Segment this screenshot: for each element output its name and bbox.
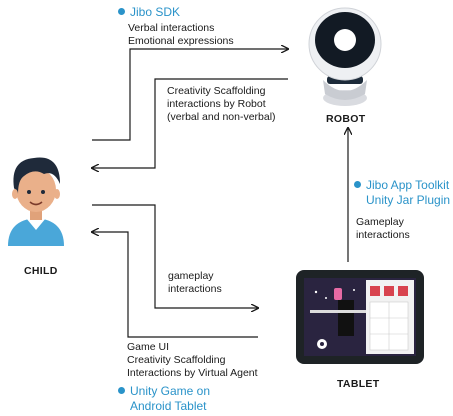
jibo-sdk-line: Verbal interactions [128, 22, 215, 34]
unity-game-block: Unity Game on Android Tablet [118, 384, 210, 414]
bullet-icon [118, 8, 125, 15]
jibo-robot-icon [308, 7, 382, 106]
arrow-robot-to-child [92, 78, 288, 168]
arrow-child-to-robot [92, 49, 288, 141]
game-ui-block: Game UI Creativity Scaffolding Interacti… [127, 341, 258, 380]
gameplay-tablet-line: gameplay [168, 270, 214, 282]
tablet-label: TABLET [337, 378, 380, 390]
child-avatar-icon [8, 157, 64, 246]
jibo-sdk-block: Jibo SDK Verbal interactions Emotional e… [118, 5, 234, 48]
game-ui-line: Game UI [127, 341, 170, 353]
child-label: CHILD [24, 265, 58, 277]
gameplay-tablet-line: interactions [168, 283, 222, 295]
arrow-child-to-tablet [92, 204, 258, 308]
jibo-sdk-heading: Jibo SDK [118, 5, 234, 20]
arrow-tablet-to-child [92, 232, 258, 338]
tablet-icon [296, 270, 424, 364]
app-toolkit-line: Unity Jar Plugin [366, 193, 451, 207]
app-toolkit-block: Jibo App Toolkit Unity Jar Plugin [354, 178, 450, 208]
jibo-sdk-line: Emotional expressions [128, 35, 234, 47]
game-ui-line: Interactions by Virtual Agent [127, 367, 258, 379]
game-ui-line: Creativity Scaffolding [127, 354, 226, 366]
gameplay-robot-line: interactions [356, 229, 410, 241]
gameplay-tablet-block: gameplay interactions [168, 270, 222, 296]
scaffolding-robot-block: Creativity Scaffolding interactions by R… [167, 85, 276, 124]
bullet-icon [354, 181, 361, 188]
gameplay-robot-block: Gameplay interactions [356, 216, 410, 242]
app-toolkit-heading: Jibo App Toolkit [354, 178, 450, 193]
scaffolding-robot-line: (verbal and non-verbal) [167, 111, 276, 123]
scaffolding-robot-line: Creativity Scaffolding [167, 85, 266, 97]
bullet-icon [118, 387, 125, 394]
unity-game-line: Android Tablet [130, 399, 207, 413]
robot-label: ROBOT [326, 113, 366, 125]
scaffolding-robot-line: interactions by Robot [167, 98, 266, 110]
unity-game-heading: Unity Game on [118, 384, 210, 399]
gameplay-robot-line: Gameplay [356, 216, 404, 228]
